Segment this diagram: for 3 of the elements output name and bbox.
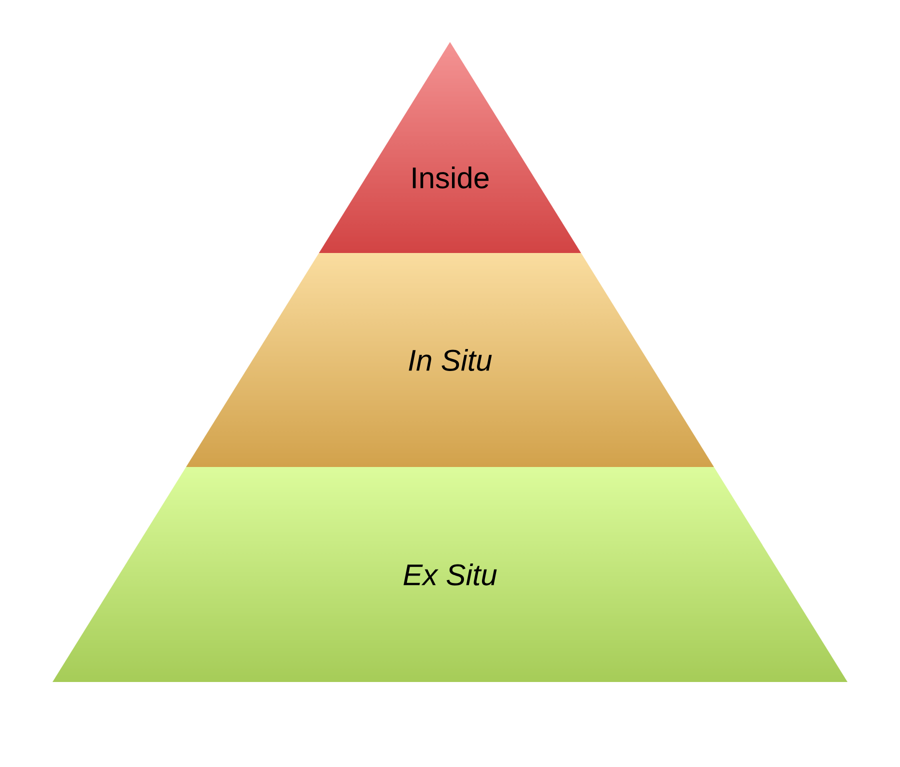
pyramid-level: Ex Situ xyxy=(404,564,497,586)
pyramid-level: Inside xyxy=(412,166,489,188)
pyramid-level: In Situ xyxy=(408,349,492,371)
